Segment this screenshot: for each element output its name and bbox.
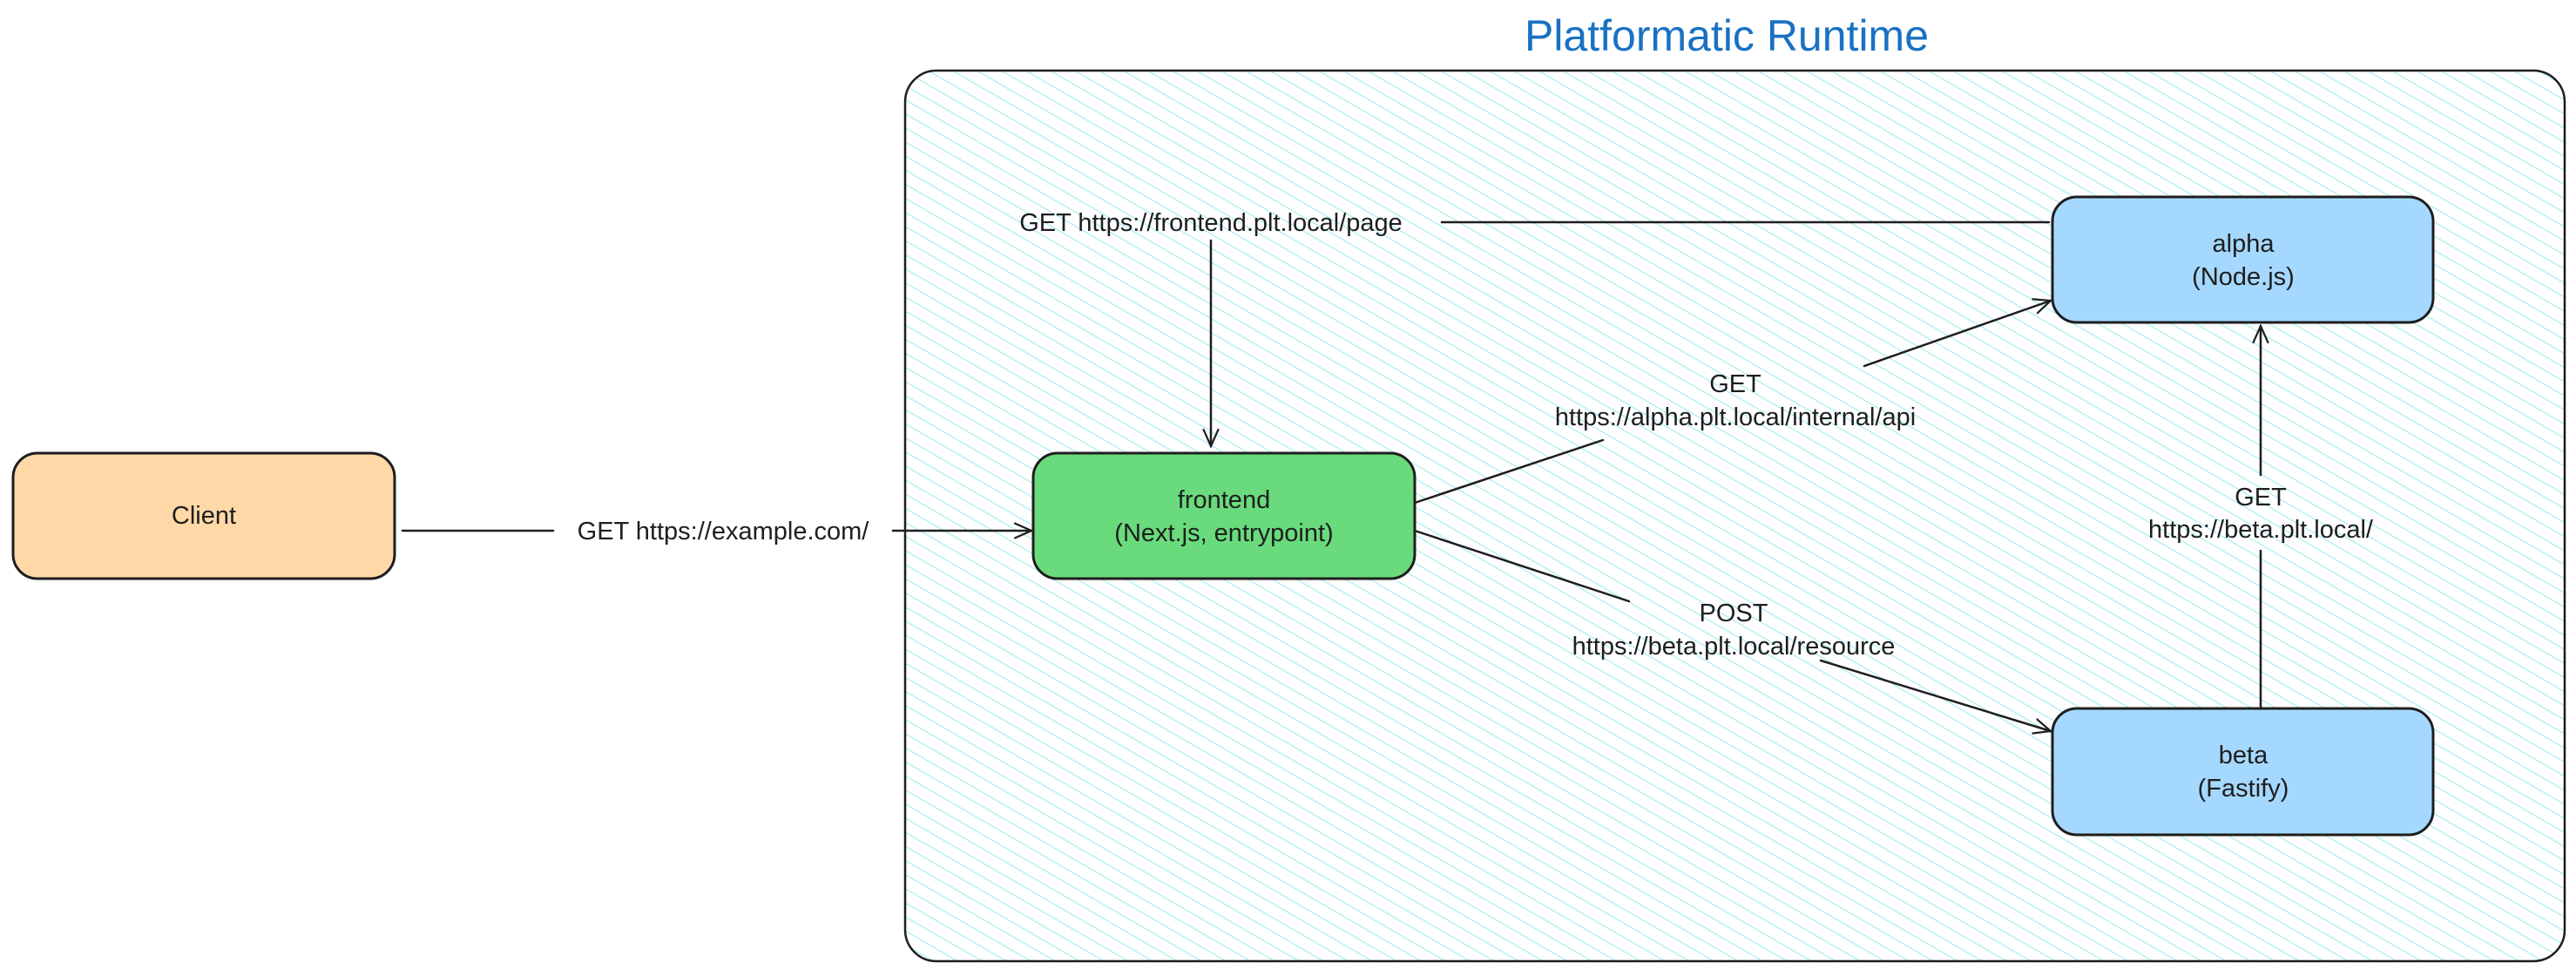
runtime-title: Platformatic Runtime	[1525, 11, 1929, 60]
node-name: alpha	[2213, 230, 2275, 258]
node-name: frontend	[1178, 486, 1270, 514]
node-label: Client	[172, 502, 236, 530]
edge-label-method: GET	[2235, 484, 2287, 512]
edge-alpha-frontend: GET https://frontend.plt.local/page	[1019, 209, 2051, 446]
edge-label: GET https://frontend.plt.local/page	[1019, 209, 1403, 237]
node-tech: (Next.js, entrypoint)	[1114, 519, 1333, 547]
edge-label: GET https://example.com/	[578, 518, 870, 546]
edge-label-url: https://beta.plt.local/	[2148, 516, 2374, 544]
node-tech: (Fastify)	[2198, 775, 2289, 803]
edge-frontend-alpha: GET https://alpha.plt.local/internal/api	[1413, 301, 2051, 505]
node-tech: (Node.js)	[2192, 263, 2295, 291]
node-name: beta	[2219, 742, 2268, 769]
edge-client-frontend: GET https://example.com/	[401, 518, 1031, 546]
node-client[interactable]: Client	[11, 451, 396, 580]
edge-label-url: https://alpha.plt.local/internal/api	[1555, 403, 1916, 431]
node-alpha[interactable]: alpha (Node.js)	[2051, 195, 2435, 324]
node-frontend[interactable]: frontend (Next.js, entrypoint)	[1031, 451, 1416, 580]
edge-frontend-beta: POST https://beta.plt.local/resource	[1413, 529, 2051, 731]
edge-beta-alpha: GET https://beta.plt.local/	[2148, 326, 2374, 708]
edge-label-method: GET	[1709, 370, 1761, 398]
edge-label-url: https://beta.plt.local/resource	[1572, 633, 1896, 661]
edge-label-method: POST	[1700, 600, 1768, 627]
node-beta[interactable]: beta (Fastify)	[2051, 707, 2435, 837]
